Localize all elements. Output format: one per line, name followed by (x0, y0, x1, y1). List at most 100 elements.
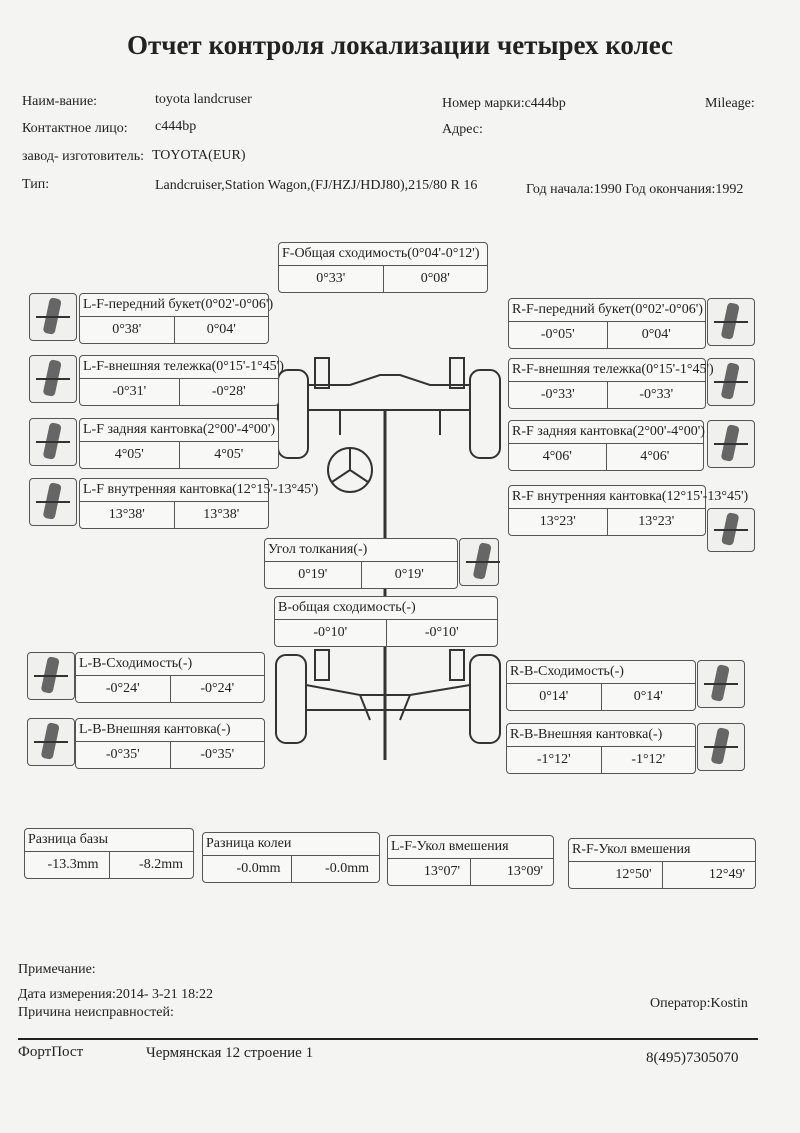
lf-setback-label: L-F-Укол вмешения (388, 836, 553, 859)
rf-kpi-wheel-icon (707, 508, 755, 552)
lf-caster-box: L-F задняя кантовка(2°00'-4°00')4°05'4°0… (79, 418, 279, 469)
b-total-label: B-общая сходимость(-) (275, 597, 497, 620)
rf-toe-value-left: -0°05' (540, 327, 575, 342)
rf-kpi-value-left: 13°23' (539, 514, 576, 529)
rb-toe-box: R-B-Сходимость(-)0°14'0°14' (506, 660, 696, 711)
rf-camber-box: R-F-внешняя тележка(0°15'-1°45')-0°33'-0… (508, 358, 714, 409)
rb-toe-value-right: 0°14' (600, 684, 696, 710)
rf-setback-value-right: 12°49' (661, 862, 756, 888)
wheelbase-diff-value-right: -8.2mm (108, 852, 194, 878)
operator: Оператор:Kostin (650, 996, 748, 1011)
company-name: ФортПост (18, 1044, 84, 1060)
wheelbase-diff-label: Разница базы (25, 829, 193, 852)
wheelbase-diff-box: Разница базы -13.3mm -8.2mm (24, 828, 194, 879)
lf-toe-value-right: 0°04' (173, 317, 269, 343)
front-left-wheel (277, 369, 309, 459)
footer-divider (18, 1038, 758, 1040)
lf-setback-value-left: 13°07' (423, 864, 460, 879)
b-total-value-right: -0°10' (385, 620, 498, 646)
plate-number: Номер марки:c444bp (442, 96, 566, 111)
thrust-wheel-icon (459, 538, 500, 586)
lf-camber-value-right: -0°28' (178, 379, 279, 405)
lf-camber-wheel-icon (29, 355, 77, 403)
rb-camber-box: R-B-Внешняя кантовка(-)-1°12'-1°12' (506, 723, 696, 774)
rf-toe-label: R-F-передний букет(0°02'-0°06') (509, 299, 705, 322)
front-axle (308, 374, 470, 435)
rf-kpi-label: R-F внутренняя кантовка(12°15'-13°45') (509, 486, 748, 509)
name-value: toyota landcruser (155, 92, 252, 107)
lb-camber-value-left: -0°35' (105, 747, 140, 762)
report-title: Отчет контроля локализации четырех колес (126, 30, 674, 60)
f-total-label: F-Общая сходимость(0°04'-0°12') (279, 243, 487, 266)
thrust-value-left: 0°19' (298, 567, 328, 582)
rf-kpi-value-right: 13°23' (606, 509, 706, 535)
front-right-wheel (469, 369, 501, 459)
lf-kpi-wheel-icon (29, 478, 77, 526)
lb-toe-label: L-B-Сходимость(-) (76, 653, 264, 676)
track-diff-value-right: -0.0mm (290, 856, 380, 882)
lf-caster-value-right: 4°05' (178, 442, 279, 468)
maker-value: TOYOTA(EUR) (152, 148, 246, 163)
fault-label: Причина неисправностей: (18, 1005, 174, 1020)
thrust-box: Угол толкания(-)0°19'0°19' (264, 538, 458, 589)
rb-toe-value-left: 0°14' (539, 689, 569, 704)
rf-camber-value-left: -0°33' (540, 387, 575, 402)
maker-label: завод- изготовитель: (22, 149, 145, 164)
rf-setback-label: R-F-Укол вмешения (569, 839, 755, 862)
rf-caster-box: R-F задняя кантовка(2°00'-4°00')4°06'4°0… (508, 420, 705, 471)
lf-camber-value-left: -0°31' (112, 384, 147, 399)
lf-caster-value-left: 4°05' (114, 447, 144, 462)
rb-camber-value-left: -1°12' (536, 752, 571, 767)
lf-kpi-value-right: 13°38' (173, 502, 269, 528)
lb-toe-wheel-icon (27, 652, 75, 700)
production-years: Год начала:1990 Год окончания:1992 (526, 182, 744, 197)
rf-setback-value-left: 12°50' (615, 867, 652, 882)
left-spring (314, 357, 330, 389)
lf-camber-box: L-F-внешняя тележка(0°15'-1°45') -0°31' -0… (79, 355, 284, 406)
rb-toe-label: R-B-Сходимость(-) (507, 661, 695, 684)
lf-kpi-box: L-F внутренняя кантовка(12°15'-13°45')13… (79, 478, 318, 529)
rf-caster-value-right: 4°06' (605, 444, 704, 470)
lb-toe-value-right: -0°24' (169, 676, 265, 702)
measurement-date: Дата измерения:2014- 3-21 18:22 (18, 987, 214, 1002)
track-diff-box: Разница колеи-0.0mm-0.0mm (202, 832, 380, 883)
lf-camber-label: L-F-внешняя тележка(0°15'-1°45') (80, 356, 284, 379)
rf-caster-label: R-F задняя кантовка(2°00'-4°00') (509, 421, 705, 444)
lf-caster-wheel-icon (29, 418, 77, 466)
type-value: Landcruiser,Station Wagon,(FJ/HZJ/HDJ80)… (155, 178, 478, 193)
lb-camber-box: L-B-Внешняя кантовка(-)-0°35'-0°35' (75, 718, 265, 769)
rb-toe-wheel-icon (697, 660, 745, 708)
rb-camber-wheel-icon (697, 723, 745, 771)
rf-toe-value-right: 0°04' (606, 322, 706, 348)
f-total-value-left: 0°33' (316, 271, 346, 286)
contact-label: Контактное лицо: (22, 121, 128, 136)
rf-camber-label: R-F-внешняя тележка(0°15'-1°45') (509, 359, 714, 382)
track-diff-label: Разница колеи (203, 833, 379, 856)
lb-toe-box: L-B-Сходимость(-)-0°24'-0°24' (75, 652, 265, 703)
rb-camber-value-right: -1°12' (600, 747, 696, 773)
f-total-value-right: 0°08' (382, 266, 488, 292)
rb-camber-label: R-B-Внешняя кантовка(-) (507, 724, 695, 747)
lf-kpi-value-left: 13°38' (108, 507, 145, 522)
thrust-label: Угол толкания(-) (265, 539, 457, 562)
lf-toe-box: L-F-передний букет(0°02'-0°06') 0°38' 0°04… (79, 293, 273, 344)
thrust-value-right: 0°19' (360, 562, 458, 588)
rf-caster-value-left: 4°06' (542, 449, 572, 464)
rf-camber-wheel-icon (707, 358, 755, 406)
lf-toe-label: L-F-передний букет(0°02'-0°06') (80, 294, 273, 317)
lb-camber-value-right: -0°35' (169, 742, 265, 768)
lf-kpi-label: L-F внутренняя кантовка(12°15'-13°45') (80, 479, 318, 502)
address-label: Адрес: (442, 122, 483, 137)
b-total-box: B-общая сходимость(-)-0°10'-0°10' (274, 596, 498, 647)
note-label: Примечание: (18, 962, 96, 977)
lb-camber-wheel-icon (27, 718, 75, 766)
lf-toe-value-left: 0°38' (112, 322, 142, 337)
name-label: Наим-вание: (22, 94, 98, 109)
wheelbase-diff-value-left: -13.3mm (47, 857, 99, 872)
right-spring (449, 357, 465, 389)
company-address: Чермянская 12 строение 1 (146, 1045, 314, 1061)
f-total-box: F-Общая сходимость(0°04'-0°12') 0°33' 0°08… (278, 242, 488, 293)
lf-caster-label: L-F задняя кантовка(2°00'-4°00') (80, 419, 278, 442)
rear-left-wheel (275, 654, 307, 744)
